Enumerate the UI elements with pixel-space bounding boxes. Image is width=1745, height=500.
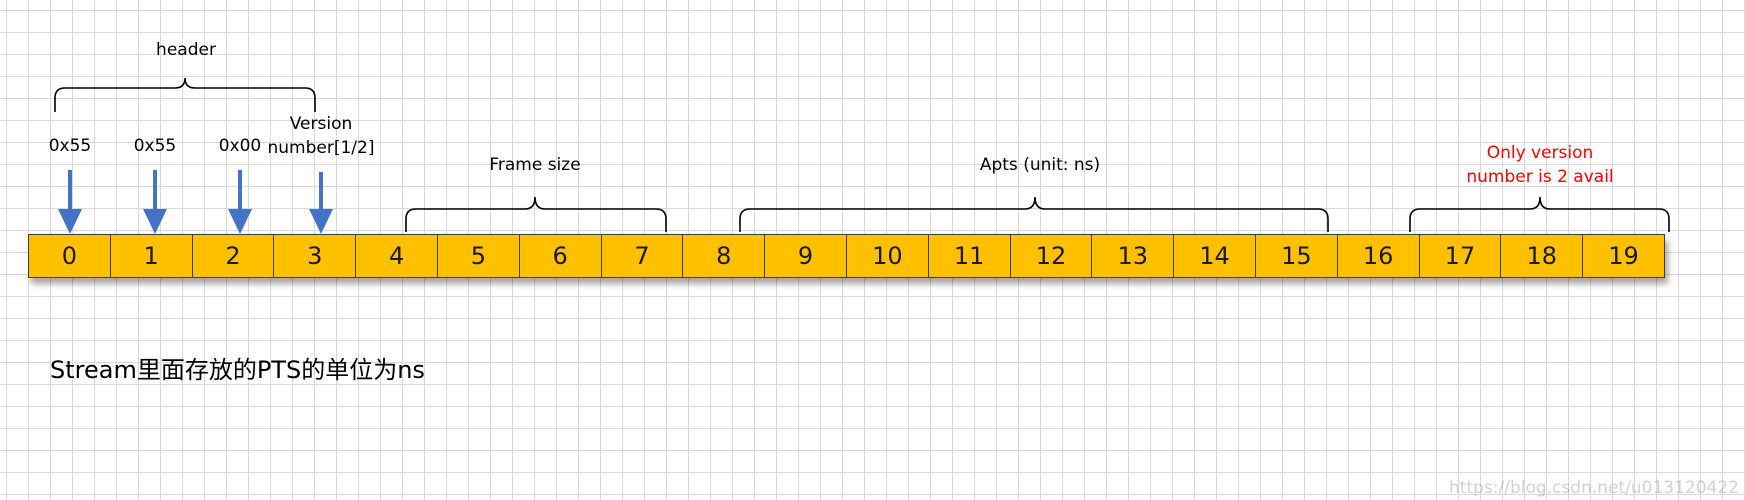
byte-cell: 4 [355, 234, 438, 278]
version-label: Version number[1/2] [261, 112, 381, 160]
header-brace [54, 77, 316, 112]
byte0-value-label: 0x55 [48, 136, 92, 156]
apts-label: Apts (unit: ns) [979, 155, 1101, 175]
byte-cell: 11 [927, 234, 1011, 278]
byte-cell: 2 [191, 234, 275, 278]
version2-brace [1409, 196, 1670, 232]
byte-cell: 8 [682, 234, 766, 278]
frame-size-brace [405, 196, 667, 232]
byte-cell: 10 [845, 234, 929, 278]
byte-cell: 13 [1091, 234, 1175, 278]
watermark: https://blog.csdn.net/u013120422 [1449, 478, 1739, 498]
byte-cell: 19 [1582, 234, 1665, 278]
byte-cell: 17 [1418, 234, 1502, 278]
arrow-byte-3 [309, 172, 333, 234]
byte-cell: 12 [1009, 234, 1093, 278]
header-label: header [156, 40, 216, 60]
apts-brace [739, 196, 1329, 232]
byte-cell: 0 [28, 234, 111, 278]
byte-cell: 6 [518, 234, 602, 278]
byte2-value-label: 0x00 [218, 136, 262, 156]
byte-cell: 5 [436, 234, 520, 278]
only-version-line1: Only version [1486, 143, 1594, 163]
byte-cell: 18 [1500, 234, 1584, 278]
pts-unit-note: Stream里面存放的PTS的单位为ns [50, 356, 425, 384]
byte-cell: 15 [1254, 234, 1338, 278]
version-label-line1: Version [289, 114, 353, 134]
arrow-byte-2 [228, 170, 252, 234]
byte1-value-label: 0x55 [133, 136, 177, 156]
byte-cell: 16 [1336, 234, 1420, 278]
byte-cell: 1 [109, 234, 193, 278]
only-version-label: Only version number is 2 avail [1440, 141, 1640, 189]
byte-cell: 3 [273, 234, 357, 278]
byte-cell: 14 [1173, 234, 1256, 278]
arrow-byte-0 [58, 170, 82, 234]
version-label-line2: number[1/2] [267, 138, 375, 158]
byte-cell: 7 [600, 234, 684, 278]
byte-cell: 9 [764, 234, 847, 278]
frame-size-label: Frame size [489, 155, 581, 175]
only-version-line2: number is 2 avail [1466, 167, 1614, 187]
arrow-byte-1 [143, 170, 167, 234]
